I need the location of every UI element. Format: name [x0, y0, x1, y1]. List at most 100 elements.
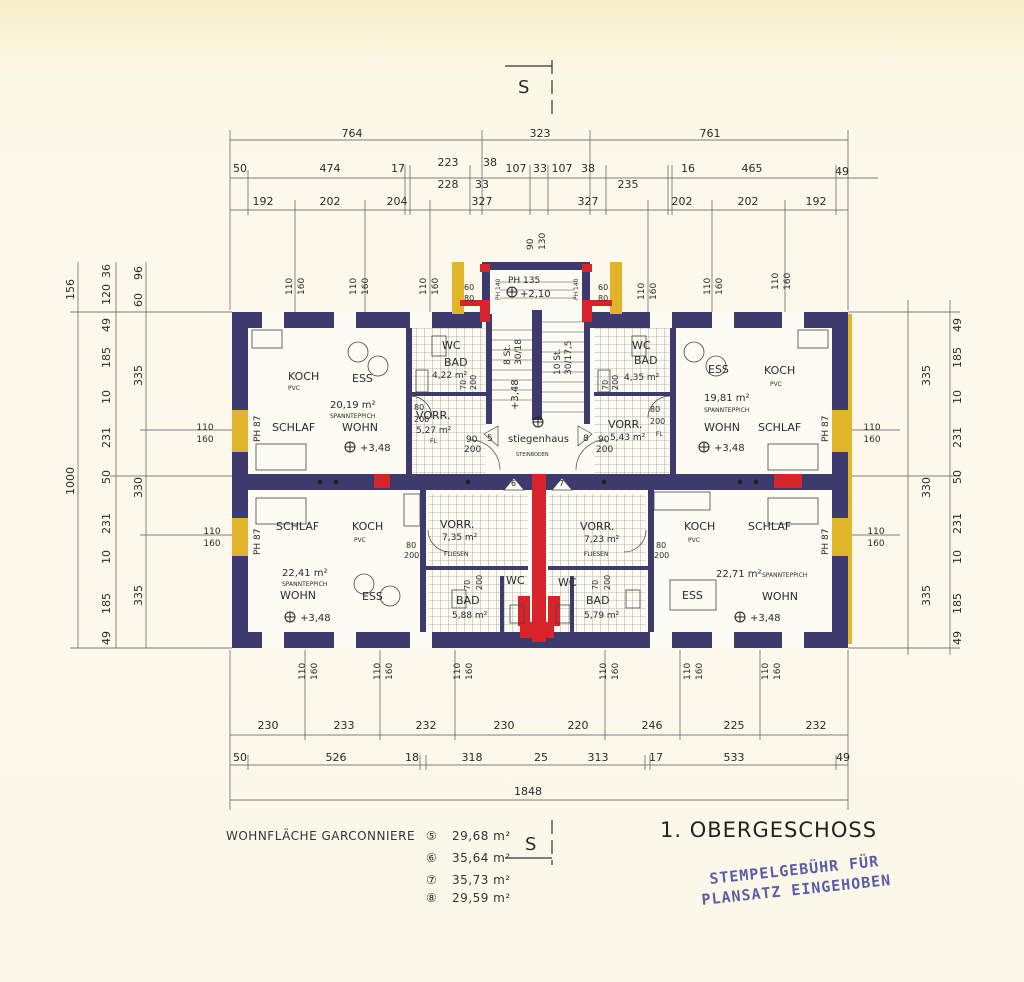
plan-text: 49: [951, 318, 964, 332]
window-openings: [262, 312, 804, 648]
room-area: 20,19 m²: [330, 400, 376, 411]
dim-text: 49: [835, 165, 849, 178]
unit-ne: KOCH PVC ESS 19,81 m² SPANNTEPPICH WOHN …: [598, 283, 831, 454]
plan-text: 5,27 m²: [416, 426, 452, 436]
dim-text: 50: [233, 162, 247, 175]
plan-text: +2,10: [520, 289, 551, 300]
plan-text: 231: [951, 513, 964, 534]
plan-text: 160: [297, 278, 307, 295]
plan-text: 335: [132, 585, 145, 606]
legend-heading: WOHNFLÄCHE GARCONNIERE: [226, 829, 416, 843]
plan-text: 90: [598, 435, 610, 445]
side-dimension-lines: [70, 262, 960, 655]
dim-text: 50: [233, 751, 247, 764]
dim-text: 107: [506, 162, 527, 175]
legend-unit-no: ⑤: [426, 829, 438, 843]
dim-text: 225: [724, 719, 745, 732]
plan-text: 160: [611, 663, 621, 680]
room-area: 22,41 m²: [282, 568, 328, 579]
plan-text: 160: [773, 663, 783, 680]
room-label: KOCH: [684, 520, 715, 533]
dim-text: 38: [581, 162, 595, 175]
plan-text: FL: [656, 431, 663, 438]
section-letter: S: [525, 834, 536, 855]
plan-text: 110: [771, 273, 781, 290]
room-label: KOCH: [352, 520, 383, 533]
plan-text: 80: [598, 294, 608, 303]
plan-text: 156: [64, 279, 77, 300]
plan-text: 160: [867, 539, 884, 549]
legend-unit-no: ⑥: [426, 851, 438, 865]
plan-text: 1000: [64, 467, 77, 495]
dim-text: 16: [681, 162, 695, 175]
plan-text: SPANNTEPPICH: [282, 581, 327, 588]
dim-total-text: 1848: [514, 785, 542, 798]
plan-text: 200: [475, 575, 484, 590]
fire-walls: [374, 264, 802, 642]
plan-text: 110: [285, 278, 295, 295]
dim-text: 223: [438, 156, 459, 169]
plan-text: SPANNTEPPICH: [762, 572, 807, 579]
plan-text: 10: [100, 390, 113, 404]
room-label: SCHLAF: [272, 421, 315, 434]
plan-text: SPANNTEPPICH: [704, 407, 749, 414]
plan-text: VORR.: [440, 518, 474, 531]
plan-text: BAD: [634, 354, 658, 367]
dim-text: 232: [416, 719, 437, 732]
plan-text: 330: [132, 477, 145, 498]
right-window-text: 110 160 110 160: [863, 423, 884, 549]
plan-text: 30/18: [514, 339, 524, 365]
plan-text: BAD: [586, 594, 610, 607]
plan-text: 110: [453, 663, 463, 680]
plan-text: PVC: [354, 537, 366, 544]
plan-text: WC: [558, 576, 577, 589]
plan-text: 110: [863, 423, 880, 433]
plan-text: 200: [603, 575, 612, 590]
left-window-text: 110 160 110 160: [196, 423, 220, 549]
plan-text: +3,48: [360, 443, 391, 454]
plan-text: 110: [683, 663, 693, 680]
room-label: WOHN: [342, 421, 378, 434]
plan-text: BAD: [456, 594, 480, 607]
plan-text: 5: [487, 434, 493, 444]
plan-text: 160: [431, 278, 441, 295]
plan-text: 70: [463, 580, 472, 590]
legend-unit-no: ⑧: [426, 891, 438, 905]
unit-sw: SCHLAF KOCH PVC 22,41 m² SPANNTEPPICH WO…: [253, 518, 525, 624]
side-windows: [232, 262, 852, 644]
plan-text: 60: [464, 283, 474, 292]
legend-unit-area: 35,64 m²: [452, 851, 511, 865]
plan-text: 110: [703, 278, 713, 295]
plan-text: 7: [559, 479, 564, 488]
section-letters: S S: [518, 77, 536, 855]
plan-text: 160: [863, 435, 880, 445]
dim-text: 228: [438, 178, 459, 191]
plan-text: FLIESEN: [444, 551, 468, 558]
dim-text: 202: [672, 195, 693, 208]
room-label: WOHN: [762, 590, 798, 603]
plan-text: 160: [783, 273, 793, 290]
dim-text: 202: [738, 195, 759, 208]
dim-text: 230: [494, 719, 515, 732]
legend-unit-area: 35,73 m²: [452, 873, 511, 887]
room-label: KOCH: [288, 370, 319, 383]
room-label: SCHLAF: [758, 421, 801, 434]
room-label: WOHN: [704, 421, 740, 434]
dim-text: 107: [552, 162, 573, 175]
plan-text: 80: [414, 403, 424, 412]
plan-text: 110: [196, 423, 213, 433]
plan-text: 185: [100, 347, 113, 368]
dim-text: 192: [253, 195, 274, 208]
plan-text: 36: [100, 264, 113, 278]
dim-text: 232: [806, 719, 827, 732]
dim-text: 764: [342, 127, 363, 140]
plan-text: +3,48: [510, 379, 521, 410]
bottom-opening-text: 110 160 110 160 110 160 110 160 110 160 …: [298, 663, 783, 680]
dim-text: 220: [568, 719, 589, 732]
plan-text: 185: [951, 593, 964, 614]
sheet-title: 1. OBERGESCHOSS: [660, 818, 878, 842]
plan-text: WC: [506, 574, 525, 587]
dim-text: 318: [462, 751, 483, 764]
